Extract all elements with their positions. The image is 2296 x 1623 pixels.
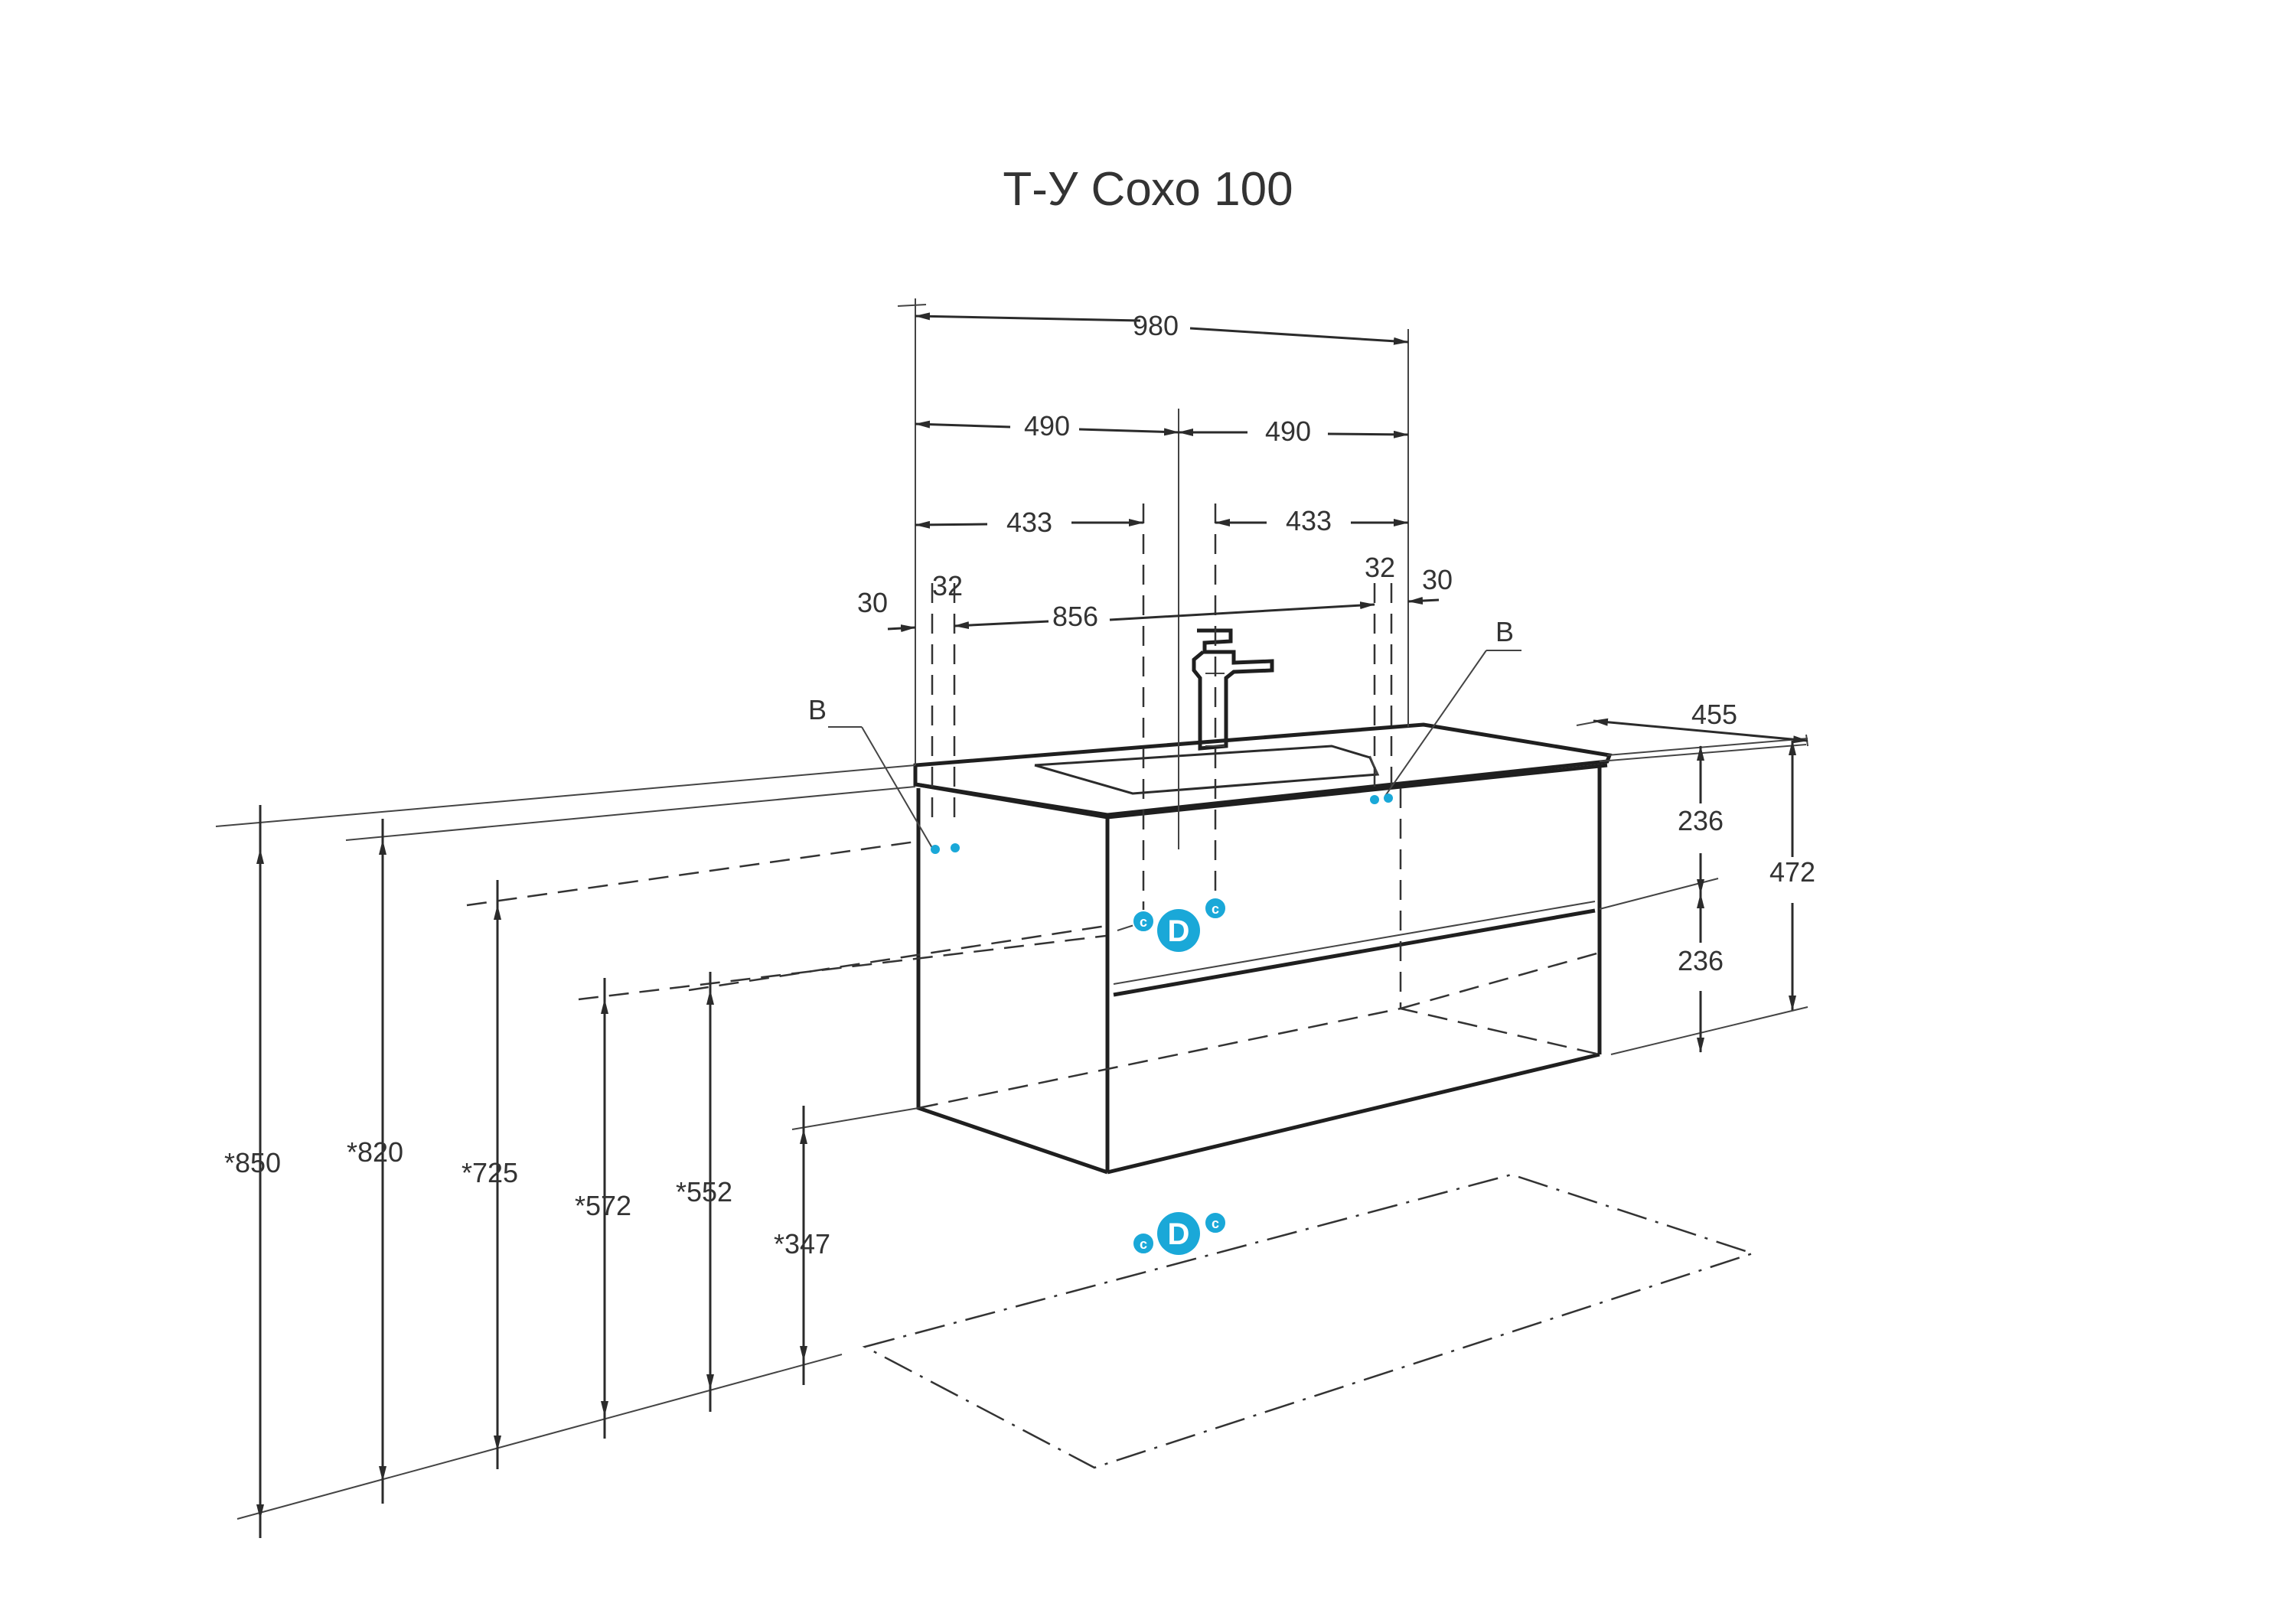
right-dimensions: 455 236 236 472	[1576, 699, 1815, 1055]
vanity-cabinet	[913, 722, 1613, 1175]
wall-utility-markers: c D c	[1117, 897, 1227, 952]
dim-725: *725	[461, 1157, 518, 1188]
floor-drain-icon	[1157, 1212, 1200, 1255]
floor-utility-markers: c D c	[1132, 1211, 1227, 1255]
mount-points: B B	[808, 616, 1521, 854]
cabinet-bottom-front	[1107, 1052, 1600, 1175]
dim-820: *820	[347, 1136, 403, 1168]
top-dimensions: 980 490 490 433 433 30 32 856 32 30	[857, 298, 1453, 911]
drawer-split-line-inner	[1113, 901, 1596, 985]
hidden-back-bottom	[918, 1007, 1600, 1110]
drain-marker-label: D	[1168, 914, 1190, 948]
label-b-right: B	[1495, 616, 1514, 647]
dim-32-right: 32	[1365, 552, 1395, 583]
drawing-title: Т-У Сохо 100	[1003, 163, 1293, 216]
hidden-back-top-right	[1400, 951, 1600, 1010]
svg-text:c: c	[1140, 914, 1147, 930]
drain-marker-icon	[1157, 909, 1200, 952]
dim-236-top: 236	[1678, 805, 1724, 836]
floor-drain-label: D	[1168, 1217, 1190, 1251]
dim-433-left: 433	[1006, 507, 1052, 538]
dim-347: *347	[774, 1228, 830, 1260]
dim-236-bottom: 236	[1678, 945, 1724, 976]
dim-433-right: 433	[1286, 505, 1332, 536]
svg-text:c: c	[1212, 1216, 1219, 1231]
faucet	[1192, 628, 1274, 751]
water-marker-left-icon	[1132, 910, 1155, 933]
floor-water-right-icon	[1204, 1211, 1227, 1234]
cabinet-side-left	[916, 788, 1108, 1175]
basin-bowl-inner	[1369, 755, 1378, 775]
dim-980: 980	[1133, 310, 1179, 341]
label-b-left: B	[808, 694, 827, 725]
floor-footprint	[862, 1173, 1756, 1469]
dim-30-right: 30	[1422, 564, 1453, 595]
dim-572: *572	[575, 1190, 631, 1221]
svg-text:c: c	[1140, 1237, 1147, 1252]
dim-30-left: 30	[857, 587, 888, 618]
dim-850: *850	[224, 1147, 281, 1178]
svg-text:c: c	[1212, 901, 1219, 917]
dim-472: 472	[1769, 856, 1815, 888]
drawer-split-line	[1113, 908, 1596, 997]
dim-552: *552	[676, 1176, 732, 1207]
dim-856: 856	[1052, 601, 1098, 632]
water-marker-right-icon	[1204, 897, 1227, 920]
floor-water-left-icon	[1132, 1232, 1155, 1255]
left-dimensions: *850 *820 *725 *572 *552 *347	[215, 764, 1107, 1538]
dim-490-right: 490	[1265, 416, 1311, 447]
dim-455: 455	[1691, 699, 1737, 730]
dim-32-left: 32	[932, 570, 963, 601]
dim-490-left: 490	[1024, 410, 1070, 442]
